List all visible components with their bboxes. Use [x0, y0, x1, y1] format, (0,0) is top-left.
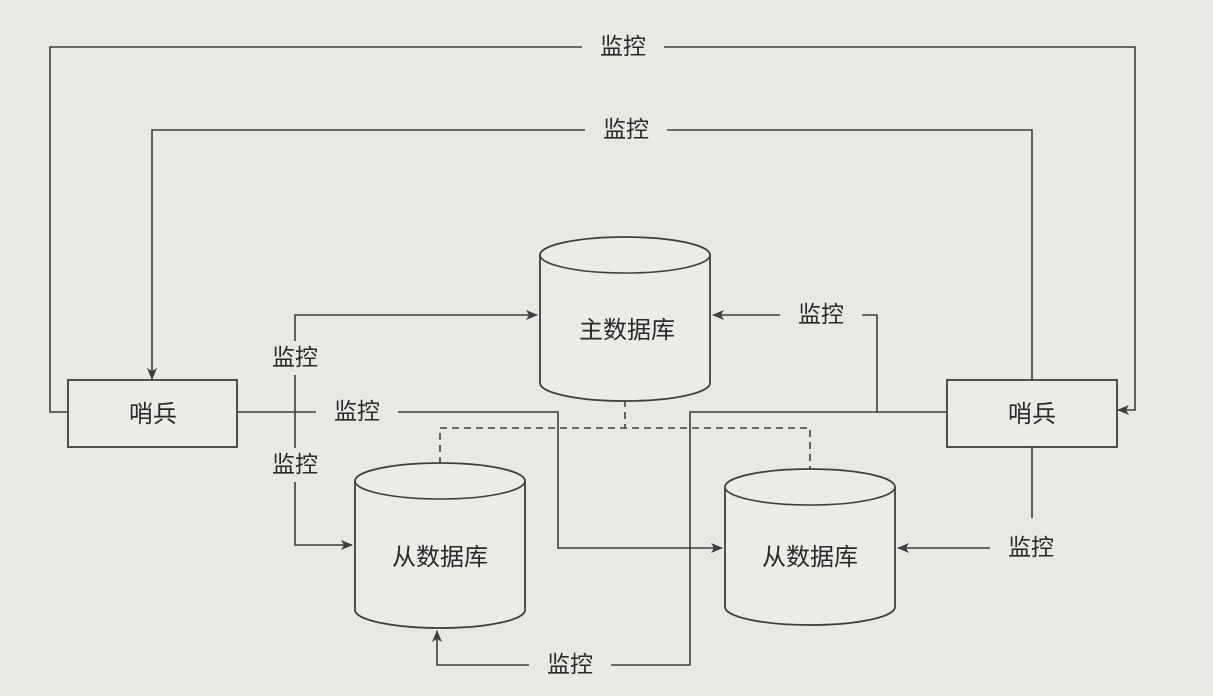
- slave-db-right-cylinder-body: [724, 468, 896, 626]
- sentinel-right-node: 哨兵: [946, 379, 1118, 448]
- edge-label-sentinel-right-to-slave-left: 监控: [529, 648, 611, 682]
- slave-db-left-cylinder-lid: [354, 480, 526, 500]
- master-db-cylinder-body: [539, 236, 711, 402]
- sentinel-left-node: 哨兵: [67, 379, 238, 448]
- slave-db-right-cylinder-lid: [724, 486, 896, 506]
- master-db-cylinder-lid: [539, 254, 711, 274]
- edge-label-sentinel-right-to-master: 监控: [780, 298, 862, 332]
- edge-sentinel-left-to-master: [294, 310, 538, 412]
- slave-db-right-node: 从数据库: [724, 468, 896, 626]
- master-db-node: 主数据库: [539, 236, 711, 402]
- edge-label-sentinel-left-to-sentinel-right: 监控: [582, 30, 664, 64]
- master-db-label: 主数据库: [579, 316, 675, 344]
- sentinel-right-label: 哨兵: [1008, 400, 1056, 428]
- slave-db-left-node: 从数据库: [354, 462, 526, 629]
- monitor-label: 监控: [547, 652, 593, 678]
- edge-label-sentinel-left-to-slave-left: 监控: [259, 448, 331, 482]
- edge-label-sentinel-left-to-master: 监控: [259, 341, 331, 375]
- monitor-label: 监控: [600, 34, 646, 60]
- monitor-label: 监控: [272, 452, 318, 478]
- monitor-label: 监控: [603, 117, 649, 143]
- monitor-label: 监控: [334, 399, 380, 425]
- monitor-label: 监控: [798, 302, 844, 328]
- sentinel-left-box: [67, 379, 238, 448]
- monitor-label: 监控: [272, 345, 318, 371]
- edge-label-sentinel-left-to-slave-right: 监控: [316, 395, 398, 429]
- replication-link-slaves: [439, 427, 811, 469]
- slave-db-left-cylinder-body: [354, 462, 526, 629]
- slave-db-right-label: 从数据库: [762, 543, 858, 571]
- sentinel-right-box: [946, 379, 1118, 448]
- edge-label-sentinel-right-to-sentinel-left: 监控: [585, 113, 667, 147]
- sentinel-left-label: 哨兵: [129, 400, 177, 428]
- edge-label-sentinel-right-to-slave-right: 监控: [990, 518, 1072, 566]
- edge-sentinel-right-to-slave-left: [432, 411, 877, 666]
- slave-db-left-label: 从数据库: [392, 543, 488, 571]
- monitor-label: 监控: [1008, 535, 1054, 561]
